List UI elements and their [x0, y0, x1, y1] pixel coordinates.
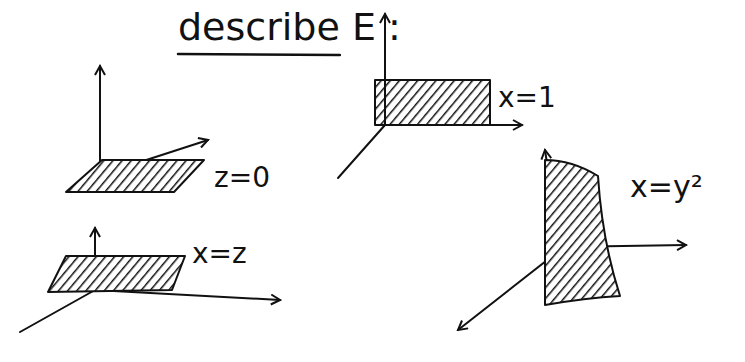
plane-xz-sketch — [20, 228, 280, 332]
x-axis — [20, 290, 95, 332]
shaded-plane — [375, 80, 490, 125]
shaded-plane — [48, 256, 185, 292]
plane-z0-sketch — [66, 66, 208, 192]
shaded-plane — [66, 160, 204, 192]
title-underline — [178, 54, 340, 55]
equation-label: z=0 — [214, 162, 270, 194]
x-axis — [338, 125, 385, 178]
equation-label: x=1 — [498, 82, 556, 114]
shaded-surface — [545, 160, 620, 305]
y-axis — [385, 124, 522, 126]
equation-label: x=z — [192, 238, 247, 270]
equation-label: x=y² — [630, 170, 703, 205]
title: describe E : — [178, 6, 401, 50]
